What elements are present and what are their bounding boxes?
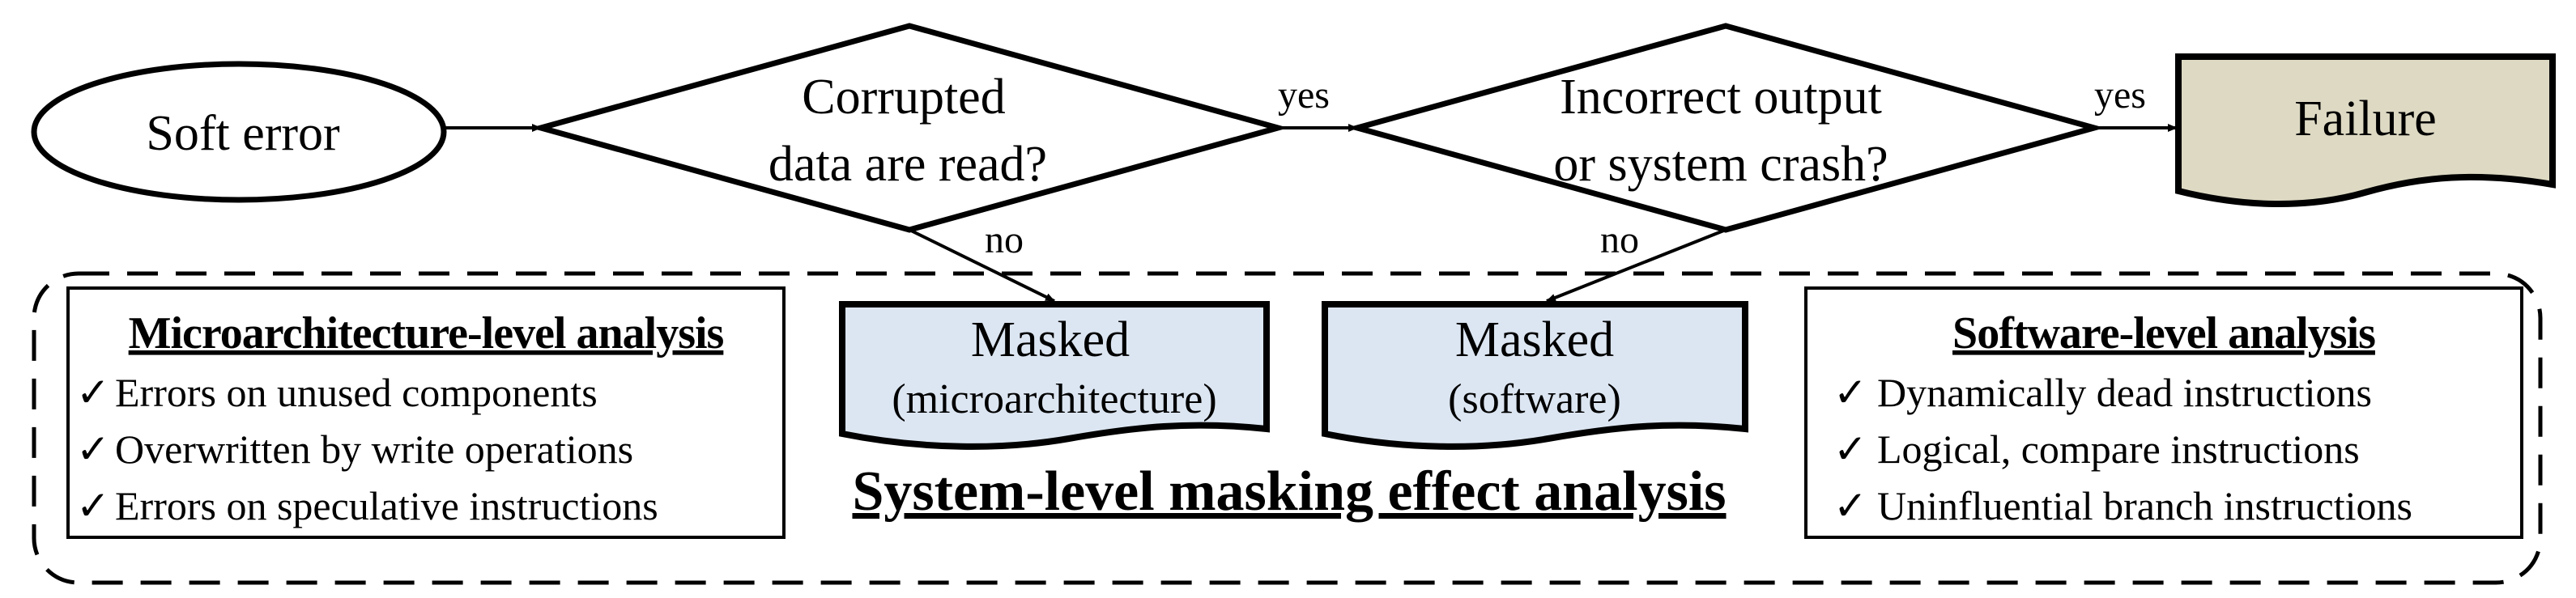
masked-micro-title: Masked bbox=[971, 312, 1130, 367]
micro-check-1: ✓ bbox=[76, 426, 110, 472]
software-item-2: Uninfluential branch instructions bbox=[1877, 483, 2412, 528]
software-check-0: ✓ bbox=[1833, 370, 1867, 415]
microarchitecture-analysis-box bbox=[66, 286, 786, 539]
decision-incorrect-output bbox=[1346, 23, 2106, 233]
micro-item-0: Errors on unused components bbox=[115, 370, 598, 415]
micro-analysis-title: Microarchitecture-level analysis bbox=[129, 308, 724, 358]
system-level-frame bbox=[32, 271, 2543, 585]
masked-software-title: Masked bbox=[1455, 312, 1614, 367]
software-check-2: ✓ bbox=[1833, 483, 1867, 528]
software-analysis-title: Software-level analysis bbox=[1952, 308, 2375, 358]
arrow-no1 bbox=[909, 228, 1055, 303]
micro-check-0: ✓ bbox=[76, 370, 110, 415]
decision-corrupted-data bbox=[530, 23, 1289, 233]
decision2-line1: Incorrect output bbox=[1560, 70, 1882, 125]
micro-check-2: ✓ bbox=[76, 483, 110, 528]
decision1-line2: data are read? bbox=[769, 137, 1047, 192]
micro-item-2: Errors on speculative instructions bbox=[115, 483, 658, 528]
no2-label: no bbox=[1600, 218, 1639, 261]
software-item-1: Logical, compare instructions bbox=[1877, 426, 2360, 472]
micro-item-1: Overwritten by write operations bbox=[115, 426, 633, 472]
masked-software-subtitle: (software) bbox=[1448, 376, 1621, 422]
masked-software-node bbox=[1322, 301, 1748, 450]
arrow-no2 bbox=[1546, 228, 1727, 303]
software-item-0: Dynamically dead instructions bbox=[1877, 370, 2372, 415]
decision1-line1: Corrupted bbox=[802, 70, 1005, 125]
software-analysis-box bbox=[1804, 286, 2523, 539]
yes1-label: yes bbox=[1278, 74, 1330, 117]
failure-node bbox=[2175, 53, 2556, 207]
soft-error-label: Soft error bbox=[146, 106, 340, 161]
yes2-label: yes bbox=[2094, 74, 2146, 117]
masked-micro-subtitle: (microarchitecture) bbox=[892, 376, 1216, 422]
software-check-1: ✓ bbox=[1833, 426, 1867, 472]
masked-microarchitecture-node bbox=[839, 301, 1270, 450]
failure-label: Failure bbox=[2294, 91, 2437, 146]
soft-error-node bbox=[31, 61, 447, 203]
no1-label: no bbox=[985, 218, 1024, 261]
decision2-line2: or system crash? bbox=[1553, 137, 1888, 192]
system-level-label: System-level masking effect analysis bbox=[852, 460, 1726, 523]
